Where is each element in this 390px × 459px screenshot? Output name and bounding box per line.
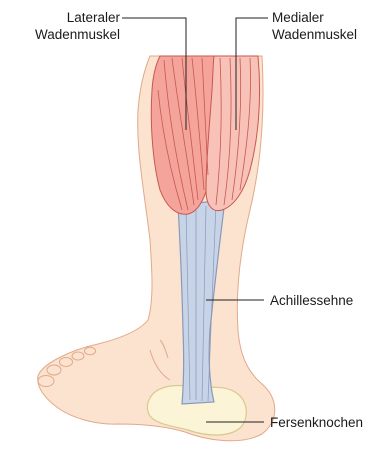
label-medial-calf-muscle: Medialer Wadenmuskel: [272, 9, 357, 43]
label-line: Wadenmuskel: [272, 26, 357, 43]
label-lateral-calf-muscle: Lateraler Wadenmuskel: [2, 9, 120, 43]
toe: [38, 376, 54, 387]
label-heel-bone: Fersenknochen: [270, 414, 363, 431]
label-line: Lateraler: [2, 9, 120, 26]
toe: [47, 365, 61, 375]
label-line: Wadenmuskel: [2, 26, 120, 43]
toe: [60, 358, 73, 367]
toe: [72, 352, 84, 360]
label-line: Medialer: [272, 9, 357, 26]
label-achilles-tendon: Achillessehne: [270, 292, 353, 309]
toe: [85, 347, 96, 355]
